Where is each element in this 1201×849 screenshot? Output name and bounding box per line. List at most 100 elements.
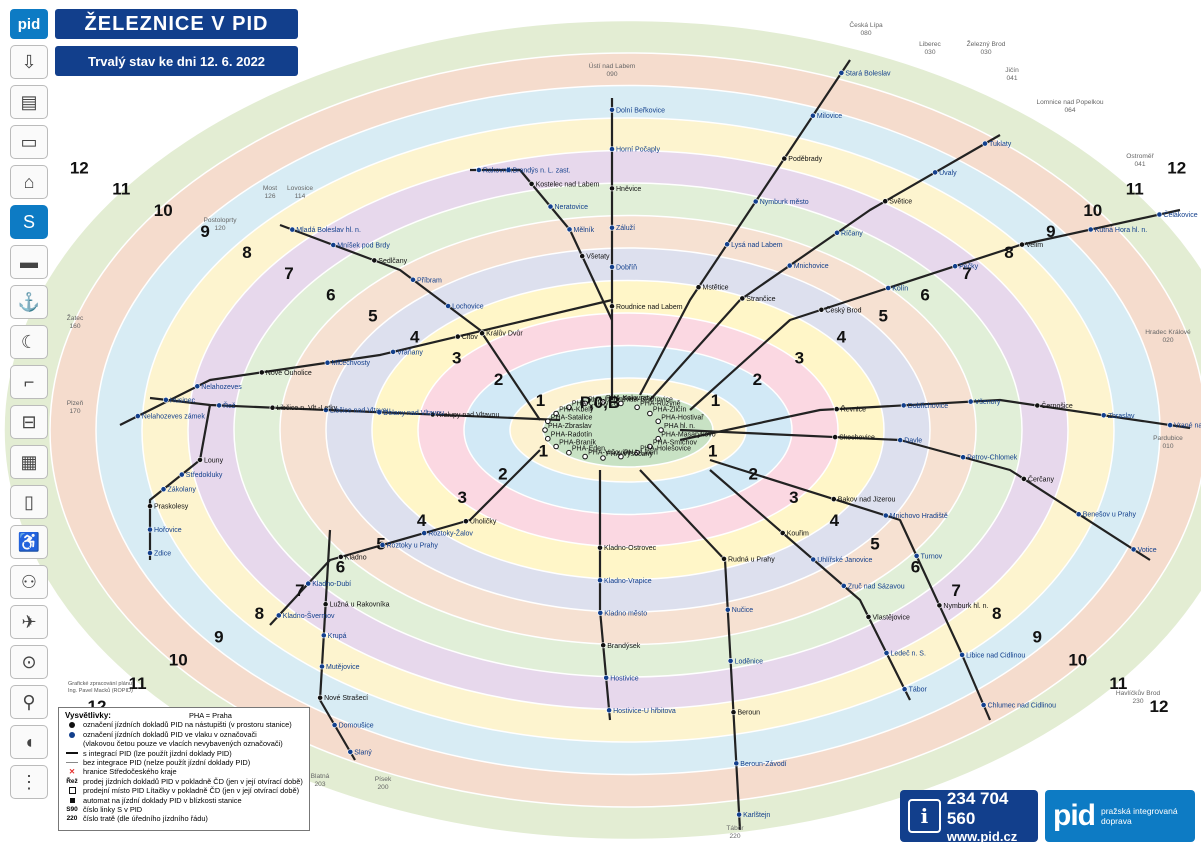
info-phone-box[interactable]: i 234 704 560 www.pid.cz	[900, 789, 1038, 844]
station-dot[interactable]	[597, 577, 603, 584]
praha-station-dot[interactable]	[600, 455, 606, 461]
praha-station-label[interactable]: PHA-Ruzyně	[640, 400, 681, 407]
station-dot[interactable]	[609, 303, 615, 310]
station-dot[interactable]	[901, 686, 908, 693]
praha-station-label[interactable]: PHA-Eden	[572, 446, 605, 453]
station-label[interactable]: Krupá	[328, 633, 347, 640]
station-dot[interactable]	[390, 348, 396, 355]
station-dot[interactable]	[606, 707, 612, 714]
wheelchair-icon[interactable]: ♿	[10, 525, 48, 559]
suburban-rail-icon[interactable]: S	[10, 205, 48, 239]
station-label[interactable]: Davle	[904, 438, 922, 445]
station-label[interactable]: Praskolesy	[154, 504, 189, 511]
praha-station-label[interactable]: PHA-Masarykovo	[661, 432, 716, 439]
station-label[interactable]: Černošice	[1041, 401, 1073, 410]
station-label[interactable]: Hostivice	[610, 675, 639, 682]
station-dot[interactable]	[960, 454, 966, 461]
station-dot[interactable]	[1156, 211, 1163, 218]
train-car-icon[interactable]: ▤	[10, 85, 48, 119]
station-dot[interactable]	[269, 404, 276, 411]
station-label[interactable]: Kostelec nad Labem	[536, 181, 600, 188]
station-label[interactable]: Petrov-Chlomek	[967, 455, 1018, 462]
station-dot[interactable]	[781, 155, 788, 162]
station-label[interactable]: Roztoky-Žalov	[428, 529, 473, 538]
station-label[interactable]: Karlštejn	[743, 812, 770, 819]
station-dot[interactable]	[305, 580, 312, 587]
station-label[interactable]: Beroun-Závodí	[740, 761, 786, 768]
station-label[interactable]: Benešov u Prahy	[1083, 512, 1137, 519]
station-dot[interactable]	[319, 663, 325, 670]
footprints-icon[interactable]: ⋮	[10, 765, 48, 799]
station-dot[interactable]	[1034, 402, 1041, 409]
station-label[interactable]: Mstětice	[703, 285, 729, 292]
station-dot[interactable]	[609, 224, 615, 231]
station-dot[interactable]	[834, 229, 840, 236]
station-label[interactable]: Dolany nad Vltavou	[383, 410, 444, 417]
station-label[interactable]: Vraňany	[397, 349, 423, 356]
station-label[interactable]: Všenory	[975, 399, 1001, 406]
station-label[interactable]: Velim	[1026, 242, 1043, 249]
station-dot[interactable]	[134, 413, 141, 419]
station-dot[interactable]	[275, 612, 282, 619]
praha-station-dot[interactable]	[582, 453, 588, 460]
station-dot[interactable]	[1021, 475, 1027, 482]
station-label[interactable]: Říčany	[841, 228, 863, 237]
station-dot[interactable]	[730, 709, 737, 716]
station-label[interactable]: Libčice n. Vlt.-Letky	[277, 405, 338, 412]
praha-station-label[interactable]: PHA-Hostivař	[661, 414, 704, 421]
station-dot[interactable]	[322, 601, 329, 608]
station-label[interactable]: Slaný	[354, 749, 372, 756]
station-label[interactable]: Hostivice-U hřbitova	[613, 708, 676, 715]
station-dot[interactable]	[1167, 422, 1173, 428]
station-label[interactable]: Mlčechvosty	[332, 360, 371, 367]
station-label[interactable]: Kladno-Vrapice	[604, 578, 652, 585]
praha-station-label[interactable]: PHA-Čakovice	[572, 398, 618, 407]
station-label[interactable]: Světice	[889, 199, 912, 206]
station-dot[interactable]	[528, 180, 535, 187]
station-dot[interactable]	[736, 811, 742, 818]
station-label[interactable]: Dolní Beřkovice	[616, 107, 665, 114]
info-web[interactable]: www.pid.cz	[946, 828, 1018, 844]
station-label[interactable]: Zákolany	[168, 487, 197, 494]
station-dot[interactable]	[178, 471, 185, 478]
station-dot[interactable]	[832, 434, 838, 440]
station-label[interactable]: Mutějovice	[326, 664, 360, 671]
station-dot[interactable]	[695, 284, 702, 291]
station-label[interactable]: Poděbrady	[788, 156, 822, 163]
praha-station-dot[interactable]	[634, 449, 640, 456]
station-label[interactable]: Kladno-Švermov	[283, 611, 335, 620]
station-dot[interactable]	[838, 70, 845, 76]
station-label[interactable]: Všetaty	[586, 254, 610, 261]
station-label[interactable]: Kouřim	[787, 531, 809, 538]
station-label[interactable]: Příbram	[417, 277, 442, 284]
station-label[interactable]: Votice	[1138, 547, 1157, 554]
station-dot[interactable]	[429, 411, 436, 418]
station-dot[interactable]	[1087, 226, 1094, 233]
station-label[interactable]: Zbraslav	[1108, 413, 1135, 420]
station-label[interactable]: Neratovice	[555, 204, 589, 211]
praha-station-dot[interactable]	[647, 443, 653, 450]
station-label[interactable]: Pečky	[959, 264, 979, 271]
station-dot[interactable]	[818, 306, 825, 313]
station-dot[interactable]	[982, 140, 988, 147]
phone-icon[interactable]: ▯	[10, 485, 48, 519]
station-label[interactable]: Králův Dvůr	[486, 330, 523, 338]
station-label[interactable]: Zruč nad Sázavou	[848, 583, 905, 590]
airport-icon[interactable]: ✈	[10, 605, 48, 639]
station-dot[interactable]	[1075, 511, 1082, 518]
station-dot[interactable]	[216, 402, 222, 409]
station-dot[interactable]	[739, 295, 746, 302]
station-label[interactable]: Kralupy nad Vltavou	[437, 412, 500, 419]
station-label[interactable]: Uhlířské Janovice	[817, 557, 872, 564]
station-dot[interactable]	[147, 503, 153, 509]
station-dot[interactable]	[317, 694, 323, 701]
station-label[interactable]: Chlumec nad Cidlinou	[988, 703, 1057, 710]
station-dot[interactable]	[505, 167, 512, 173]
praha-station-dot[interactable]	[618, 400, 624, 407]
station-label[interactable]: Nelahozeves zámek	[142, 414, 206, 421]
praha-station-label[interactable]: PHA-Radotín	[551, 432, 592, 439]
station-label[interactable]: Libčice nad Vltavou	[330, 408, 391, 415]
praha-station-label[interactable]: PHA-Braník	[559, 440, 596, 447]
praha-station-dot[interactable]	[553, 410, 559, 417]
station-label[interactable]: Tuklaty	[989, 141, 1012, 148]
